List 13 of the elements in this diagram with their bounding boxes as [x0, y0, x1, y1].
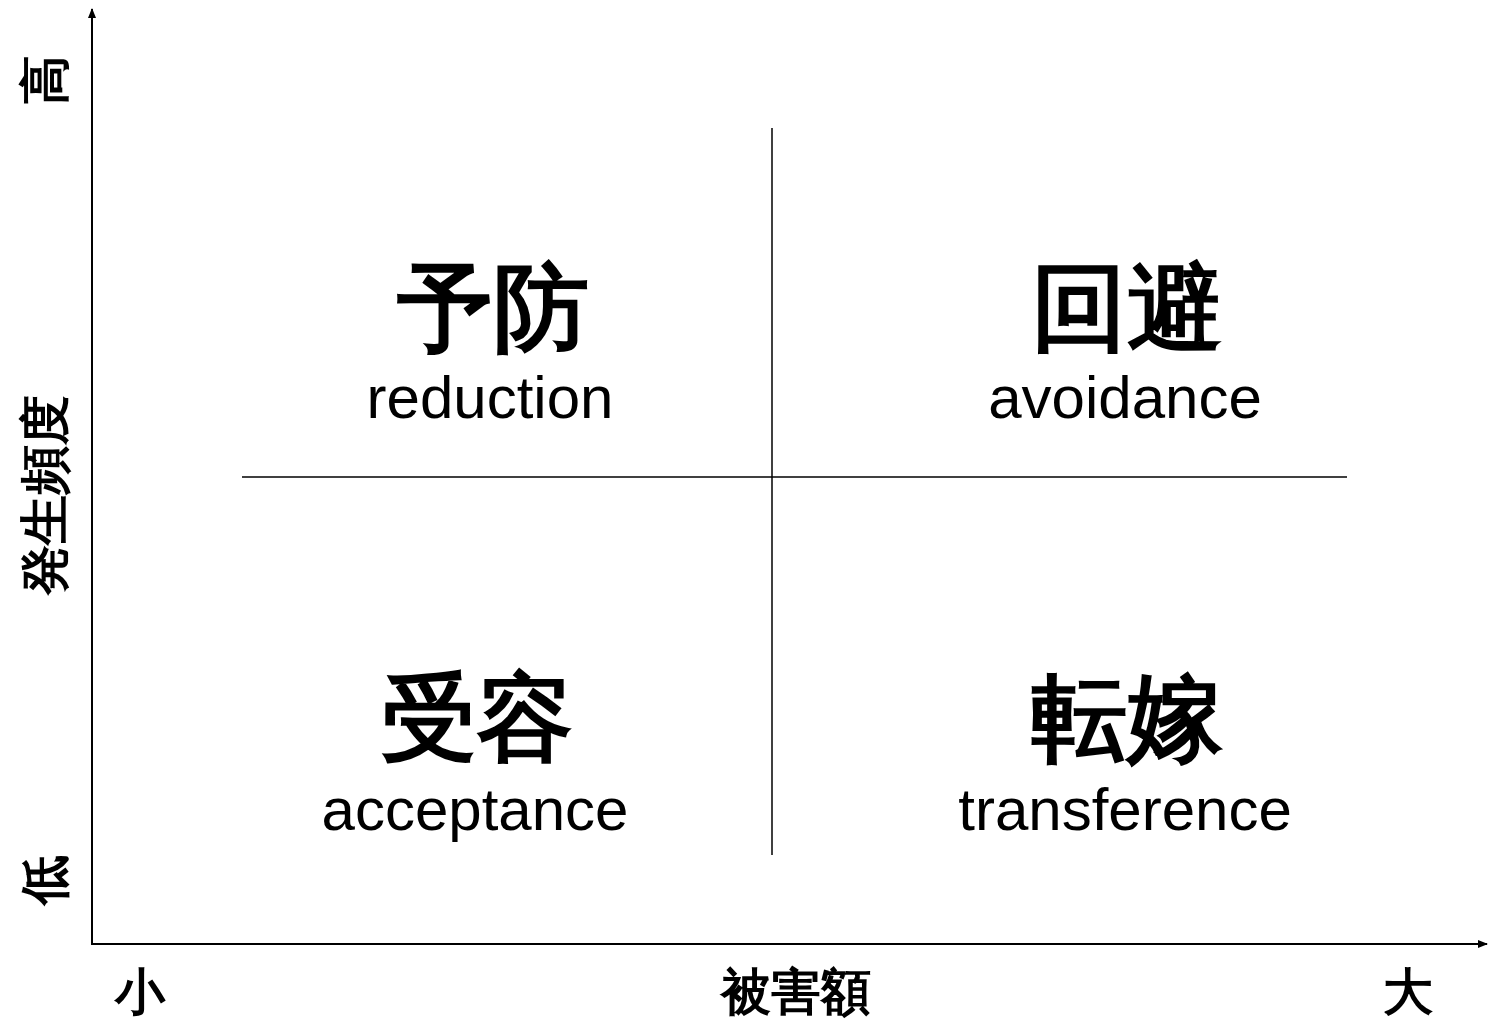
axis-label: 低 — [20, 855, 70, 905]
quadrant-title: 予防 — [397, 260, 589, 356]
quadrant-subtitle: reduction — [366, 368, 614, 428]
quadrant-subtitle: avoidance — [988, 368, 1262, 428]
quadrant-subtitle: transference — [958, 780, 1292, 840]
quadrant-subtitle: acceptance — [321, 780, 629, 840]
axis-label: 大 — [1383, 967, 1433, 1017]
axis-title: 発生頻度 — [20, 395, 70, 595]
quadrant-title: 回避 — [1031, 260, 1223, 356]
axis-title: 被害額 — [721, 967, 871, 1017]
axis-label: 高 — [20, 55, 70, 105]
axis-label: 小 — [115, 967, 165, 1017]
quadrant-title: 転嫁 — [1031, 670, 1223, 766]
